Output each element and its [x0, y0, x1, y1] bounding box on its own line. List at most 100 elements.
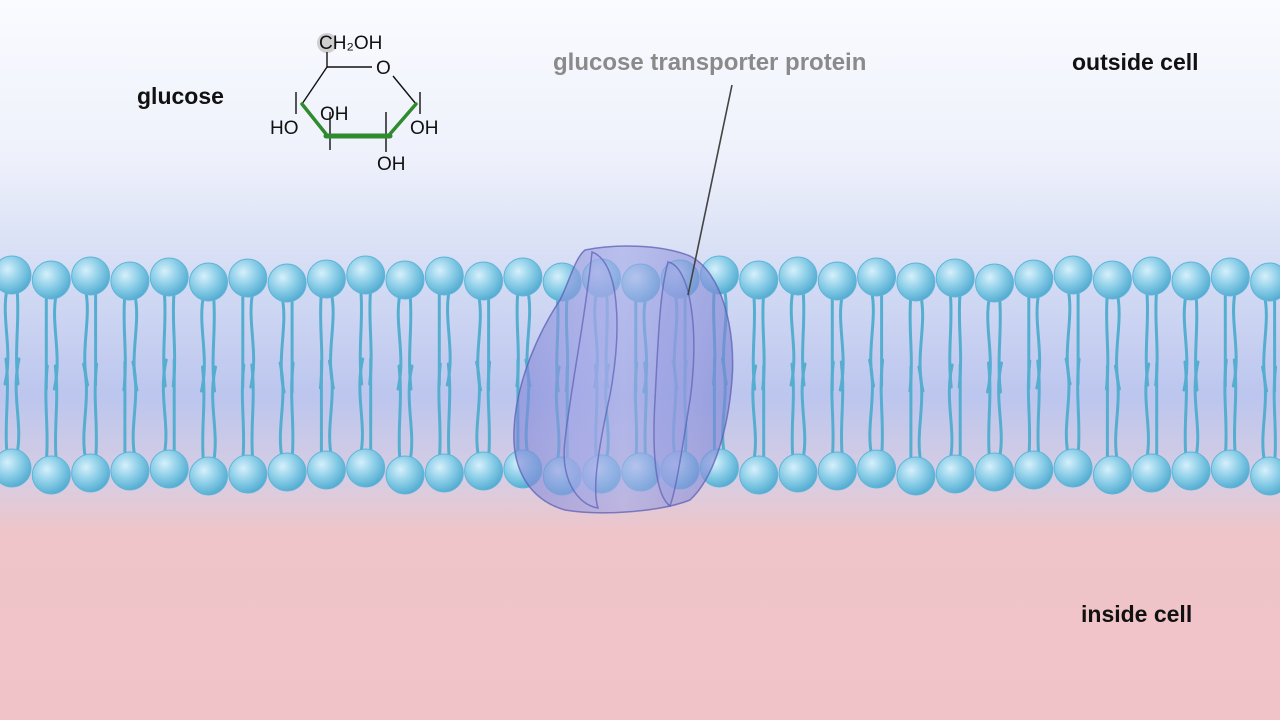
fatty-acid-tail-icon [4, 357, 9, 456]
phospholipid-head-icon [739, 260, 779, 300]
phospholipid-head-icon [1250, 262, 1280, 302]
fatty-acid-tail-icon [790, 362, 795, 461]
glucose-ring-bonds [295, 52, 421, 152]
fatty-acid-tail-icon [1076, 357, 1081, 456]
phospholipid-head-icon [110, 261, 150, 301]
phospholipid-head-icon [424, 453, 464, 493]
phospholipid-head-icon [817, 261, 857, 301]
phospholipid-head-icon [1014, 450, 1054, 490]
fatty-acid-tail-icon [830, 360, 835, 459]
ho-left-label: HO [270, 118, 299, 139]
phospholipid-head-icon [110, 451, 150, 491]
phospholipid-head-icon [503, 257, 543, 297]
glucose-transporter-protein [513, 245, 734, 514]
fatty-acid-tail-icon [278, 361, 285, 460]
c6-highlight [317, 33, 337, 53]
phospholipid-head-icon [1250, 456, 1280, 496]
fatty-acid-tail-icon [839, 360, 845, 459]
fatty-acid-tail-icon [1261, 365, 1267, 464]
phospholipid-head-icon [228, 258, 268, 298]
phospholipid-head-icon [896, 456, 936, 496]
phospholipid-head-icon [0, 255, 32, 295]
phospholipid-head-icon [975, 263, 1014, 303]
oh-bottom-label: OH [377, 154, 406, 175]
fatty-acid-tail-icon [917, 365, 924, 464]
fatty-acid-tail-icon [947, 363, 954, 462]
phospholipid-head-icon [385, 260, 425, 300]
phospholipid-head-icon [935, 454, 975, 494]
phospholipid-head-icon [267, 452, 307, 492]
protein-helix-left [563, 250, 618, 509]
oh-right-label: OH [410, 118, 439, 139]
protein-helix-right [653, 261, 695, 508]
phospholipid-head-icon [189, 456, 228, 496]
fatty-acid-tail-icon [201, 365, 206, 464]
transporter-leader-line [687, 84, 733, 296]
fatty-acid-tail-icon [751, 364, 758, 463]
fatty-acid-tail-icon [1193, 360, 1200, 459]
phospholipid-head-icon [1171, 261, 1211, 301]
transmembrane-protein-icon [513, 245, 734, 514]
fatty-acid-tail-icon [131, 360, 138, 459]
fatty-acid-tail-icon [327, 359, 334, 458]
phospholipid-head-icon [149, 449, 189, 489]
phospholipid-head-icon [306, 259, 346, 299]
fatty-acid-tail-icon [397, 364, 402, 463]
fatty-acid-tail-icon [358, 357, 365, 456]
phospholipid-head-icon [935, 258, 975, 298]
phospholipid-head-icon [896, 262, 936, 302]
phospholipid-head-icon [228, 454, 268, 494]
fatty-acid-tail-icon [446, 362, 452, 461]
phospholipid-head-icon [1132, 453, 1172, 493]
phospholipid-head-icon [817, 451, 857, 491]
phospholipid-head-icon [0, 448, 32, 488]
fatty-acid-tail-icon [82, 362, 88, 461]
glucose-front-bonds [300, 102, 418, 139]
fatty-acid-tail-icon [14, 357, 21, 456]
phospholipid-head-icon [857, 449, 897, 489]
inside-cell-label: inside cell [1081, 601, 1193, 627]
phospholipid-head-icon [346, 448, 386, 488]
fatty-acid-tail-icon [290, 361, 295, 460]
phospholipid-head-icon [1092, 260, 1132, 300]
phospholipid-head-icon [31, 260, 71, 300]
phospholipid-head-icon [857, 257, 897, 297]
fatty-acid-tail-icon [486, 360, 492, 459]
phospholipid-head-icon [1053, 448, 1093, 488]
fatty-acid-tail-icon [1026, 359, 1032, 458]
phospholipid-head-icon [149, 257, 189, 297]
phospholipid-head-icon [189, 262, 228, 302]
phospholipid-head-icon [306, 450, 346, 490]
phospholipid-head-icon [464, 451, 504, 491]
phospholipid-head-icon [71, 453, 111, 493]
fatty-acid-tail-icon [1183, 360, 1188, 459]
phospholipid-head-icon [778, 453, 818, 493]
transporter-label: glucose transporter protein [553, 49, 867, 76]
phospholipid-head-icon [424, 256, 464, 296]
phospholipid-head-icon [464, 261, 504, 301]
fatty-acid-tail-icon [161, 358, 168, 457]
fatty-acid-tail-icon [44, 364, 49, 463]
fatty-acid-tail-icon [1223, 358, 1228, 457]
fatty-acid-tail-icon [1036, 359, 1041, 458]
fatty-acid-tail-icon [868, 358, 874, 457]
fatty-acid-tail-icon [240, 363, 246, 462]
fatty-acid-tail-icon [475, 360, 481, 459]
fatty-acid-tail-icon [437, 362, 442, 461]
phospholipid-head-icon [1132, 256, 1172, 296]
fatty-acid-tail-icon [211, 365, 217, 464]
phospholipid-head-icon [346, 255, 386, 295]
phospholipid-head-icon [31, 455, 71, 495]
phospholipid-head-icon [739, 455, 779, 495]
ring-oxygen-label: O [376, 58, 391, 79]
fatty-acid-tail-icon [1144, 362, 1151, 461]
fatty-acid-tail-icon [879, 358, 885, 457]
phospholipid-head-icon [1210, 257, 1250, 297]
fatty-acid-tail-icon [53, 364, 59, 463]
phospholipid-head-icon [1014, 259, 1054, 299]
glucose-label: glucose [137, 83, 224, 109]
phospholipid-head-icon [778, 256, 818, 296]
phospholipid-head-icon [71, 256, 111, 296]
glucose-molecule: CH₂OH O HO OH OH OH [270, 33, 439, 175]
fatty-acid-tail-icon [1113, 364, 1120, 463]
